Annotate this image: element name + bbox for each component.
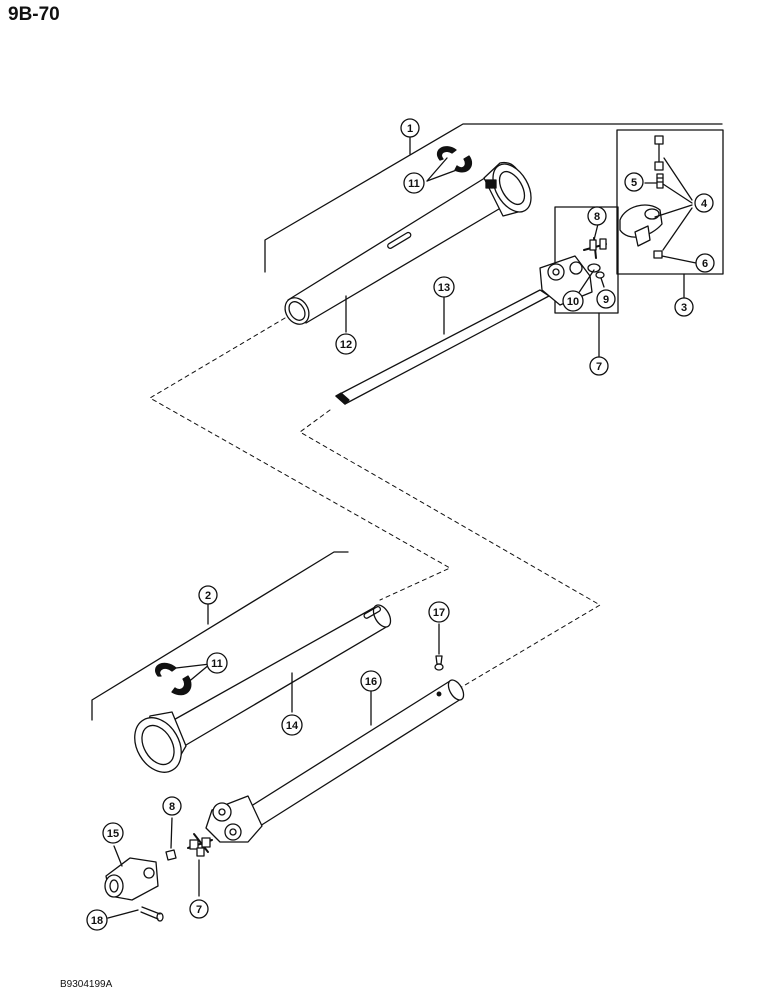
bracket-assembly-1: [264, 123, 723, 273]
outer-tube-upper: [284, 175, 505, 325]
callout-12: 12: [340, 339, 352, 351]
kit-box-7: [554, 206, 619, 358]
grease-fitting: [434, 623, 444, 671]
end-yoke: [104, 845, 159, 901]
cross-lower: [187, 833, 213, 897]
callout-10: 10: [567, 296, 579, 308]
inner-shaft-upper: [335, 289, 550, 405]
snap-rings-upper: [426, 146, 473, 182]
callout-circles: [86, 118, 715, 931]
page-number: 9B-70: [8, 4, 60, 25]
callout-15: 15: [107, 828, 119, 840]
callout-11-upper: 11: [408, 178, 420, 190]
bearing-cap-lower: [165, 817, 177, 861]
inner-tube-lower: [247, 679, 465, 827]
leader-lines: [291, 295, 445, 726]
callout-1: 1: [407, 123, 413, 135]
kit-box-3: [616, 129, 724, 299]
callout-4: 4: [701, 198, 708, 210]
shield-cup-upper: [483, 161, 532, 217]
callout-5: 5: [631, 177, 637, 189]
dashed-guide-lines: [149, 317, 601, 689]
callout-18: 18: [91, 915, 103, 927]
cross-kit-parts: [577, 223, 607, 295]
pin: [107, 906, 164, 922]
bracket-assembly-2: [91, 551, 349, 721]
callout-8-lower: 8: [169, 801, 175, 813]
callout-6: 6: [702, 258, 708, 270]
callout-7-upper: 7: [596, 361, 602, 373]
callout-13: 13: [438, 282, 450, 294]
callout-7-lower: 7: [196, 904, 202, 916]
kit-3-parts: [619, 135, 697, 264]
callout-11-lower: 11: [211, 658, 223, 670]
illustration-code: B9304199A: [60, 979, 113, 990]
callout-8-upper: 8: [594, 211, 600, 223]
snap-rings-lower: [155, 662, 211, 696]
callout-9: 9: [603, 294, 609, 306]
shield-cup-lower: [134, 711, 187, 773]
outer-tube-lower: [169, 604, 392, 746]
callout-16: 16: [365, 676, 377, 688]
callout-17: 17: [433, 607, 445, 619]
callout-labels: 1 2 3 4 5 6 7 7 8 8 9 10 11 11 12 13 14 …: [91, 123, 708, 927]
callout-2: 2: [205, 590, 211, 602]
yoke-lower: [205, 795, 263, 843]
callout-14: 14: [286, 720, 299, 732]
callout-3: 3: [681, 302, 687, 314]
